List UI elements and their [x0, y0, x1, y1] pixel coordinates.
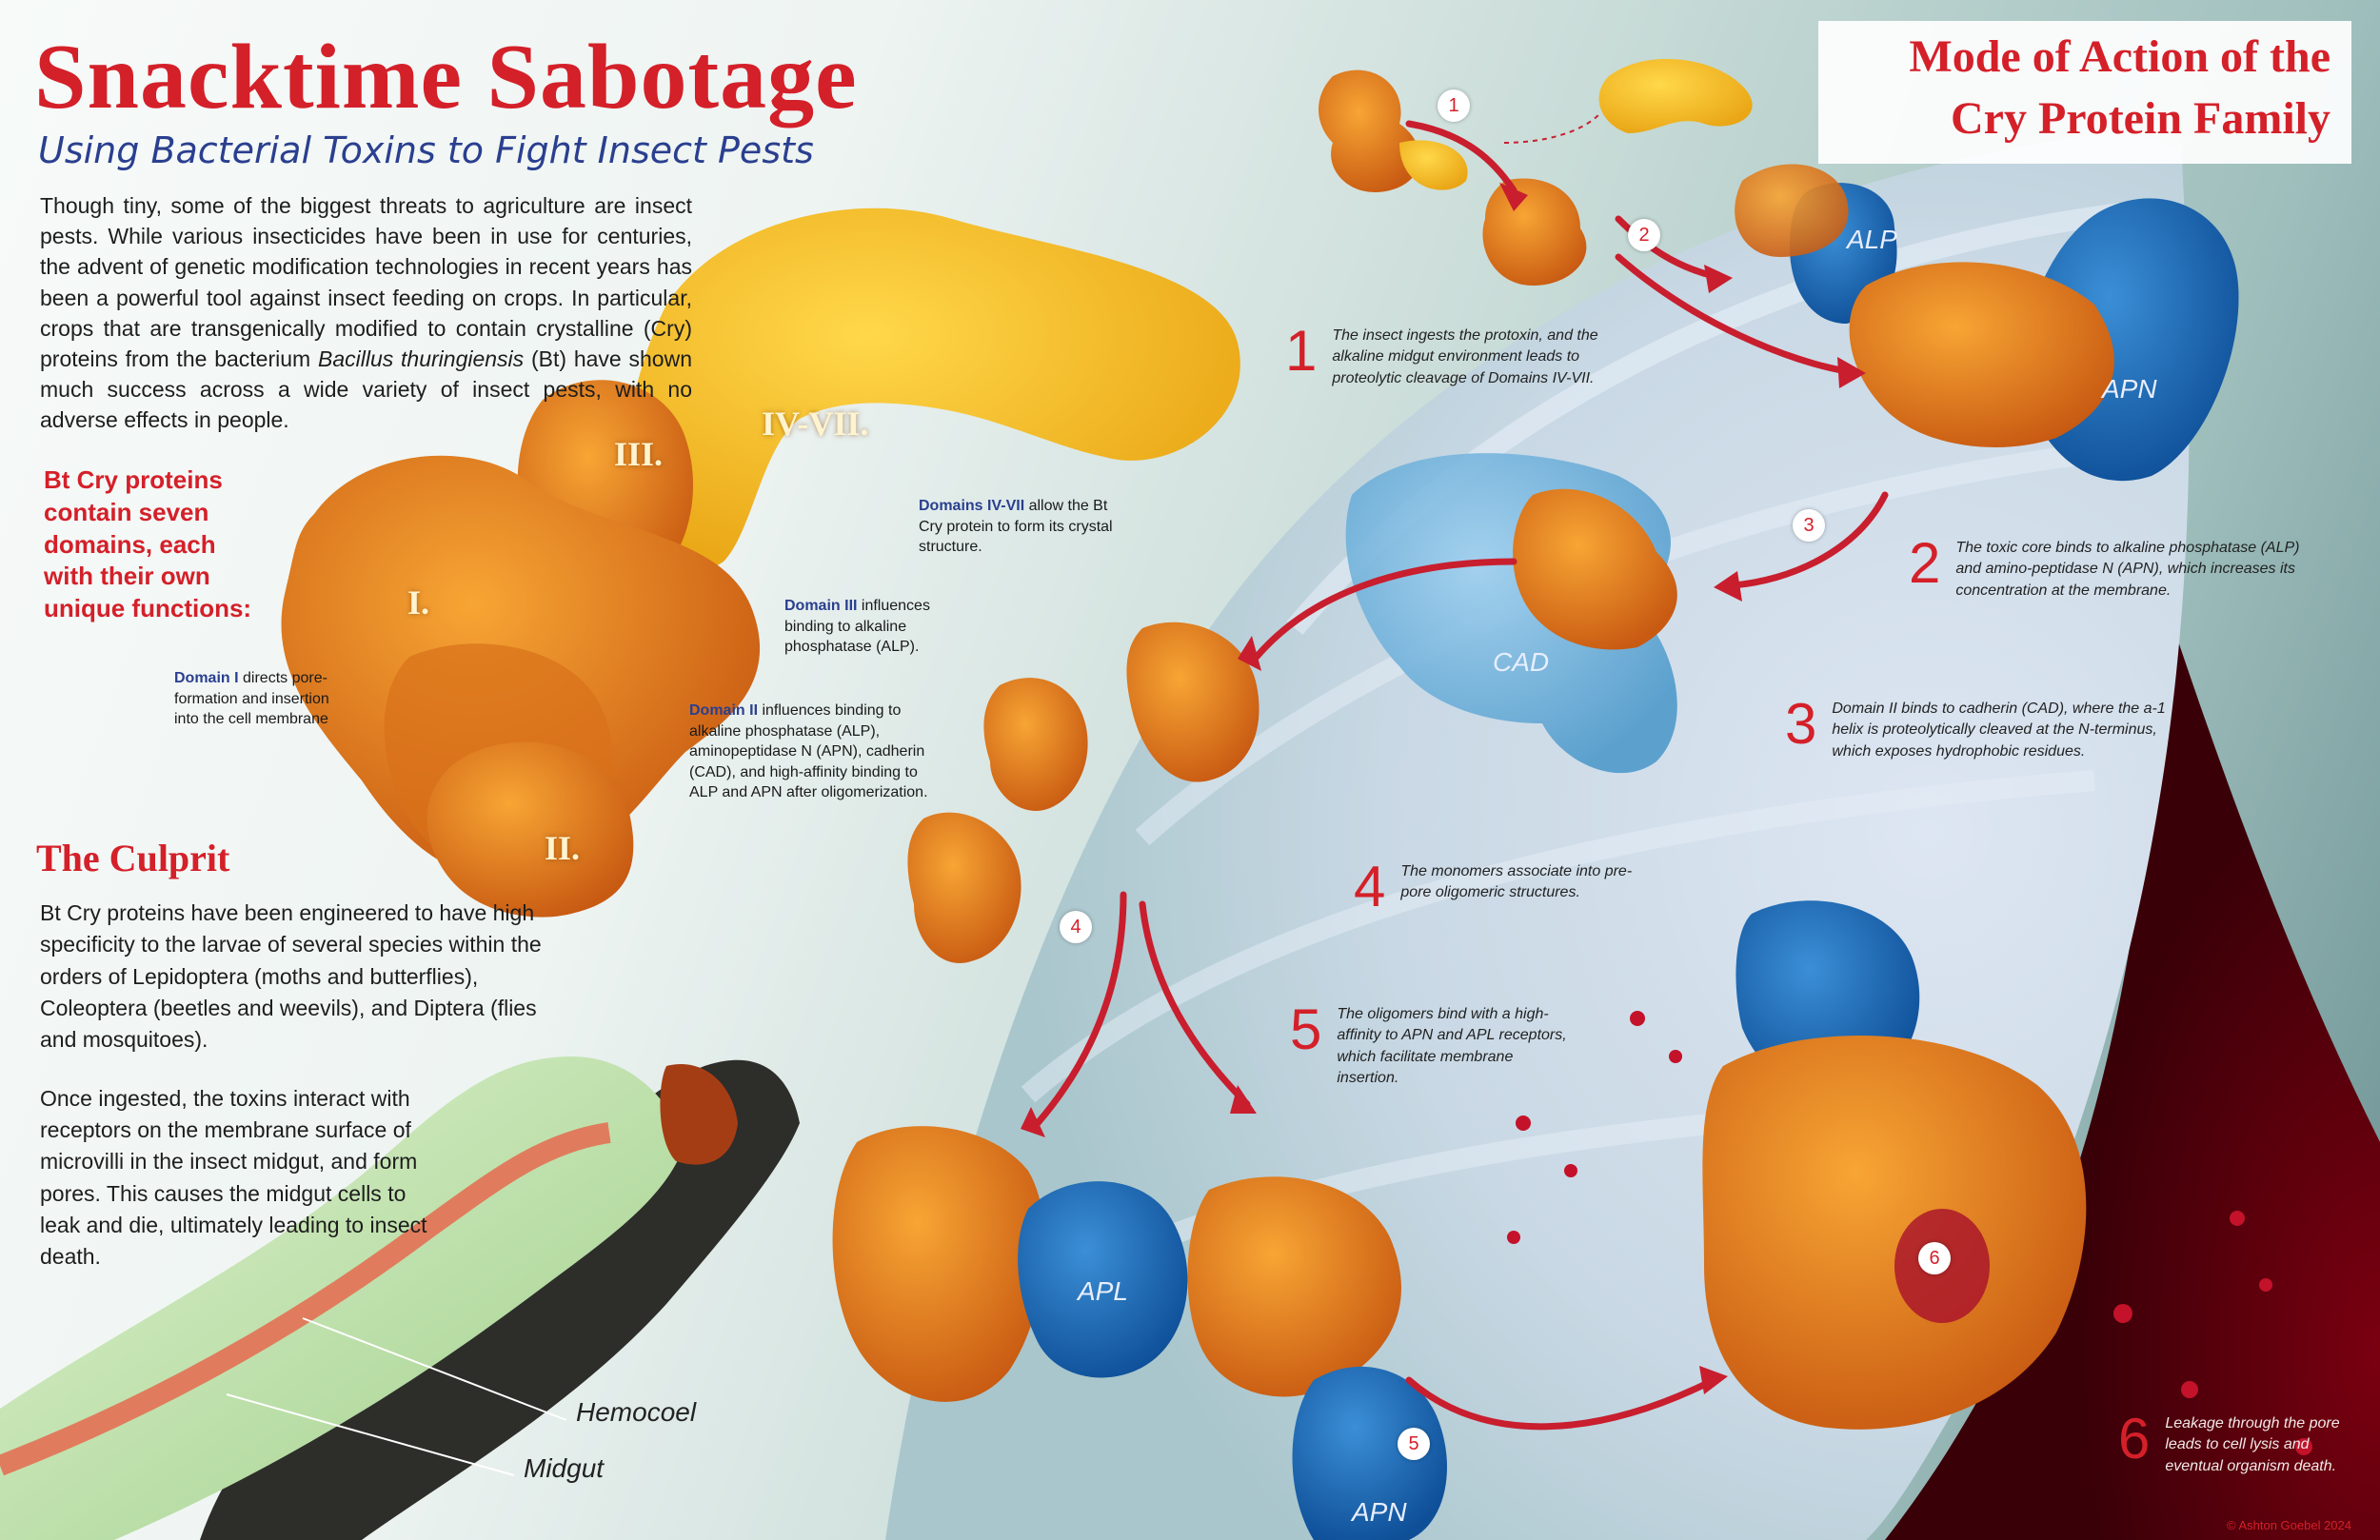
intro-text-before: Though tiny, some of the biggest threats…: [40, 193, 692, 371]
hemolymph-region: [1885, 590, 2380, 1540]
domain-note-iii-name: Domain III: [784, 598, 858, 614]
culprit-paragraph-1: Bt Cry proteins have been engineered to …: [40, 900, 542, 1053]
step-2-number: 2: [1909, 531, 1941, 595]
page-subtitle: Using Bacterial Toxins to Fight Insect P…: [38, 129, 814, 171]
copyright-credit: © Ashton Goebel 2024: [2226, 1518, 2351, 1532]
domain-label-ii: II.: [545, 829, 581, 867]
step-bubble-5: 5: [1398, 1428, 1430, 1460]
apn-top-label: APN: [2102, 374, 2157, 404]
domains-heading: Bt Cry proteins contain seven domains, e…: [44, 465, 252, 623]
step-4: 4 The monomers associate into pre-pore o…: [1354, 855, 1639, 918]
domain-note-iv-vii-name: Domains IV-VII: [919, 498, 1025, 514]
domain-label-iii: III.: [614, 435, 664, 473]
step-1-number: 1: [1285, 319, 1318, 383]
step-4-text: The monomers associate into pre-pore oli…: [1400, 863, 1633, 901]
domain-note-ii-name: Domain II: [689, 702, 759, 719]
apl-bottom-label: APL: [1078, 1276, 1128, 1306]
monomers-illustration: [907, 622, 1259, 963]
pore-illustration: [1702, 900, 2087, 1430]
step-6: 6 Leakage through the pore leads to cell…: [2118, 1407, 2356, 1477]
intro-text-after: (Bt) have shown much success across a wi…: [40, 346, 692, 433]
domain-label-iv-vii: IV-VII.: [762, 405, 869, 443]
process-arrows: [1034, 120, 1889, 1431]
step-bubble-6: 6: [1918, 1242, 1951, 1274]
cad-label: CAD: [1493, 647, 1550, 677]
domain-note-iv-vii-text: allow the Bt Cry protein to form its cry…: [919, 498, 1113, 556]
domain-label-i: I.: [407, 583, 430, 622]
culprit-paragraph-2: Once ingested, the toxins interact with …: [40, 1085, 427, 1270]
step-3-text: Domain II binds to cadherin (CAD), where…: [1832, 701, 2166, 760]
domain-note-ii-text: influences binding to alkaline phosphata…: [689, 702, 928, 801]
step-5-text: The oligomers bind with a high-affinity …: [1337, 1006, 1567, 1087]
culprit-body: Bt Cry proteins have been engineered to …: [40, 898, 545, 1300]
step-bubble-1: 1: [1438, 89, 1470, 122]
intro-paragraph: Though tiny, some of the biggest threats…: [40, 190, 692, 436]
mode-title-line-1: Mode of Action of the: [1909, 31, 2330, 82]
step-5: 5 The oligomers bind with a high-affinit…: [1290, 997, 1576, 1090]
step-5-number: 5: [1290, 997, 1322, 1061]
domain-note-ii: Domain II influences binding to alkaline…: [689, 701, 948, 803]
apn-bottom-label: APN: [1352, 1497, 1407, 1527]
step-bubble-4: 4: [1060, 911, 1092, 943]
domain-note-i: Domain I directs pore-formation and inse…: [174, 668, 336, 730]
step-4-number: 4: [1354, 855, 1386, 918]
arrow-heads: [1021, 183, 1866, 1394]
domain-note-iii: Domain III influences binding to alkalin…: [784, 596, 965, 658]
domain-note-i-text: directs pore-formation and insertion int…: [174, 670, 329, 728]
step-2-text: The toxic core binds to alkaline phospha…: [1955, 540, 2300, 599]
midgut-label: Midgut: [524, 1453, 605, 1483]
step-6-number: 6: [2118, 1407, 2151, 1471]
domain-note-iii-text: influences binding to alkaline phosphata…: [784, 598, 930, 656]
cry-protein-structure: [281, 207, 1240, 918]
culprit-heading: The Culprit: [36, 837, 230, 879]
step-6-text: Leakage through the pore leads to cell l…: [2165, 1415, 2340, 1474]
intro-species: Bacillus thuringiensis: [317, 346, 525, 371]
step-1-text: The insect ingests the protoxin, and the…: [1332, 327, 1598, 386]
step-3: 3 Domain II binds to cadherin (CAD), whe…: [1785, 692, 2166, 762]
alp-top-label: ALP: [1847, 225, 1897, 254]
page-title: Snacktime Sabotage: [34, 26, 858, 128]
step-3-number: 3: [1785, 692, 1817, 756]
protoxin-illustration: [1319, 58, 1753, 286]
step-bubble-2: 2: [1628, 219, 1660, 251]
receptors-top: [1735, 164, 2239, 482]
domain-note-iv-vii: Domains IV-VII allow the Bt Cry protein …: [919, 496, 1119, 558]
mode-title-line-2: Cry Protein Family: [1950, 92, 2330, 144]
step-1: 1 The insect ingests the protoxin, and t…: [1285, 319, 1618, 389]
domain-note-i-name: Domain I: [174, 670, 239, 686]
caterpillar-illustration: [0, 1056, 800, 1540]
hemocoel-label: Hemocoel: [576, 1397, 697, 1427]
mode-of-action-title: Mode of Action of the Cry Protein Family: [1818, 21, 2351, 164]
cadherin-illustration: [1345, 453, 1677, 774]
step-bubble-3: 3: [1793, 509, 1825, 542]
step-2: 2 The toxic core binds to alkaline phosp…: [1909, 531, 2309, 602]
oligomer-binding-illustration: [832, 1126, 1447, 1540]
